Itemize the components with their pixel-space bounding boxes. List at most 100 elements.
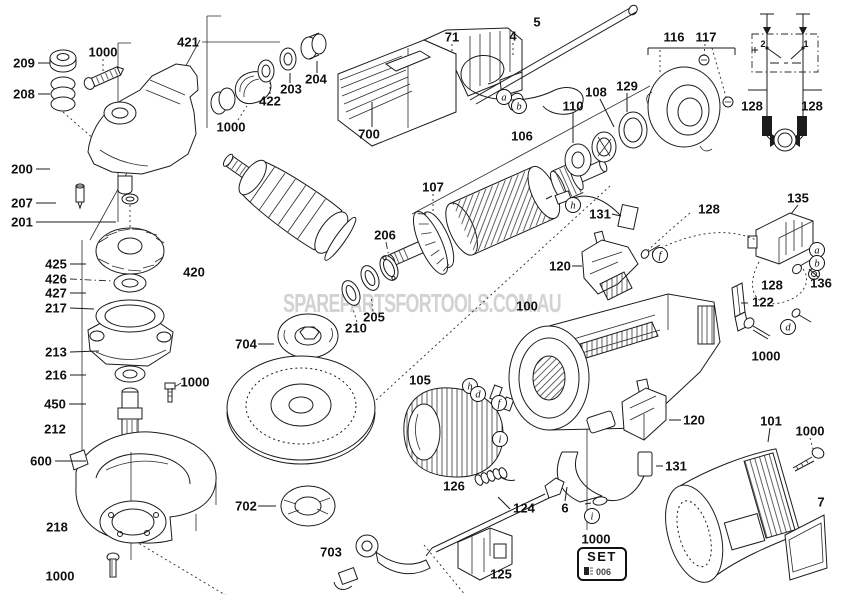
callout-letter: i (492, 431, 508, 447)
screw-icon (584, 567, 589, 575)
set-badge: SET 006 (577, 547, 627, 581)
armature-drawing (387, 159, 608, 275)
part-number-label: 131 (589, 207, 611, 222)
part-number-label: 107 (422, 180, 444, 195)
part-number-label: 450 (44, 397, 66, 412)
part-number-label: 1000 (752, 349, 781, 364)
part-number-label: 700 (358, 127, 380, 142)
schematic-terminal-2: 2 (760, 39, 765, 49)
part-number-label: 124 (513, 501, 535, 516)
callout-letter: f (652, 247, 668, 263)
part-number-label: 1000 (46, 569, 75, 584)
svg-text:h: h (570, 201, 575, 212)
motor-pack-drawing (337, 27, 523, 147)
motor-cap-drawing (665, 447, 828, 583)
part-number-label: 108 (585, 85, 607, 100)
set-badge-code: 006 (596, 567, 611, 577)
part-number-label: 116 (664, 30, 685, 45)
washer-row-drawings (341, 255, 399, 306)
part-number-label: 120 (683, 413, 705, 428)
slider-bar-drawing (425, 477, 565, 557)
wheel-guard-drawing (69, 431, 217, 578)
part-number-label: 208 (13, 87, 35, 102)
part-number-label: 421 (177, 35, 199, 50)
svg-text:d: d (475, 390, 481, 401)
part-number-label: 1000 (89, 45, 118, 60)
leader-lines (36, 43, 819, 510)
part-number-label: 1000 (582, 532, 611, 547)
part-number-label: 204 (305, 72, 327, 87)
part-number-label: 7 (817, 495, 824, 510)
part-number-label: 120 (549, 259, 571, 274)
part-number-label: 600 (30, 454, 52, 469)
part-number-label: 6 (561, 501, 568, 516)
svg-text:b: b (516, 102, 521, 113)
svg-text:i: i (499, 435, 502, 446)
part-number-label: 703 (320, 545, 342, 560)
needle-bearing-cluster (210, 32, 327, 115)
bearing-flange-drawings (564, 54, 734, 177)
callout-letter: f (491, 395, 507, 411)
part-number-label: 1000 (181, 375, 210, 390)
part-number-label: 200 (11, 162, 33, 177)
svg-text:i: i (591, 512, 594, 523)
callout-letter: d (470, 386, 486, 402)
watermark-text: SPAREPARTSFORTOOLS.COM.AU (283, 288, 561, 318)
terminal-block-drawing (640, 212, 820, 340)
svg-text:f: f (498, 399, 503, 410)
part-number-label: 71 (445, 30, 459, 45)
part-number-label: 100 (516, 299, 538, 314)
callout-letter: h (565, 197, 581, 213)
callout-letter: a (809, 242, 825, 258)
part-number-label: 201 (11, 215, 33, 230)
brush-spring-drawing (474, 467, 508, 486)
spindle-gear-column (87, 227, 176, 445)
field-coil-drawing (403, 384, 516, 486)
part-number-label: 110 (563, 99, 584, 114)
part-number-label: 213 (45, 345, 67, 360)
cord-guard-drawing (556, 451, 603, 503)
part-number-label: 422 (259, 94, 281, 109)
part-number-label: 4 (509, 29, 517, 44)
part-number-label: 5 (533, 15, 540, 30)
part-number-label: 122 (752, 295, 774, 310)
gear-housing-drawing (49, 49, 199, 228)
part-number-label: 125 (490, 567, 512, 582)
svg-text:a: a (814, 246, 819, 257)
switch-bracket-drawing (581, 230, 639, 301)
part-number-label: 216 (45, 368, 67, 383)
part-number-label: 106 (511, 129, 533, 144)
part-number-label: 128 (698, 202, 720, 217)
part-number-label: 209 (13, 56, 35, 71)
part-number-label: 210 (345, 321, 367, 336)
brush-holder-drawing (621, 378, 667, 441)
flange-and-pad-drawings (226, 313, 376, 527)
part-number-label: 206 (374, 228, 396, 243)
part-number-label: 129 (616, 79, 638, 94)
wiring-schematic: 2 1 (748, 13, 822, 152)
part-number-label: 128 (741, 99, 763, 114)
callout-letter: b (809, 255, 825, 271)
part-number-label: 218 (46, 520, 68, 535)
part-number-label: 704 (235, 337, 257, 352)
part-number-label: 117 (696, 30, 717, 45)
part-number-label: 203 (280, 82, 302, 97)
callout-letter: i (584, 508, 600, 524)
part-number-label: 131 (665, 459, 687, 474)
part-number-label: 1000 (217, 120, 246, 135)
part-number-label: 105 (409, 373, 431, 388)
callout-letter: b (511, 98, 527, 114)
part-number-label: 1000 (796, 424, 825, 439)
part-number-label: 136 (810, 276, 832, 291)
part-number-label: 426 (45, 272, 67, 287)
part-number-label: 128 (801, 99, 823, 114)
part-number-label: 207 (11, 196, 33, 211)
svg-text:h: h (467, 382, 472, 393)
motor-housing-drawing (508, 293, 721, 434)
part-number-label: 101 (760, 414, 782, 429)
svg-text:d: d (785, 323, 791, 334)
set-badge-title: SET (587, 549, 617, 564)
